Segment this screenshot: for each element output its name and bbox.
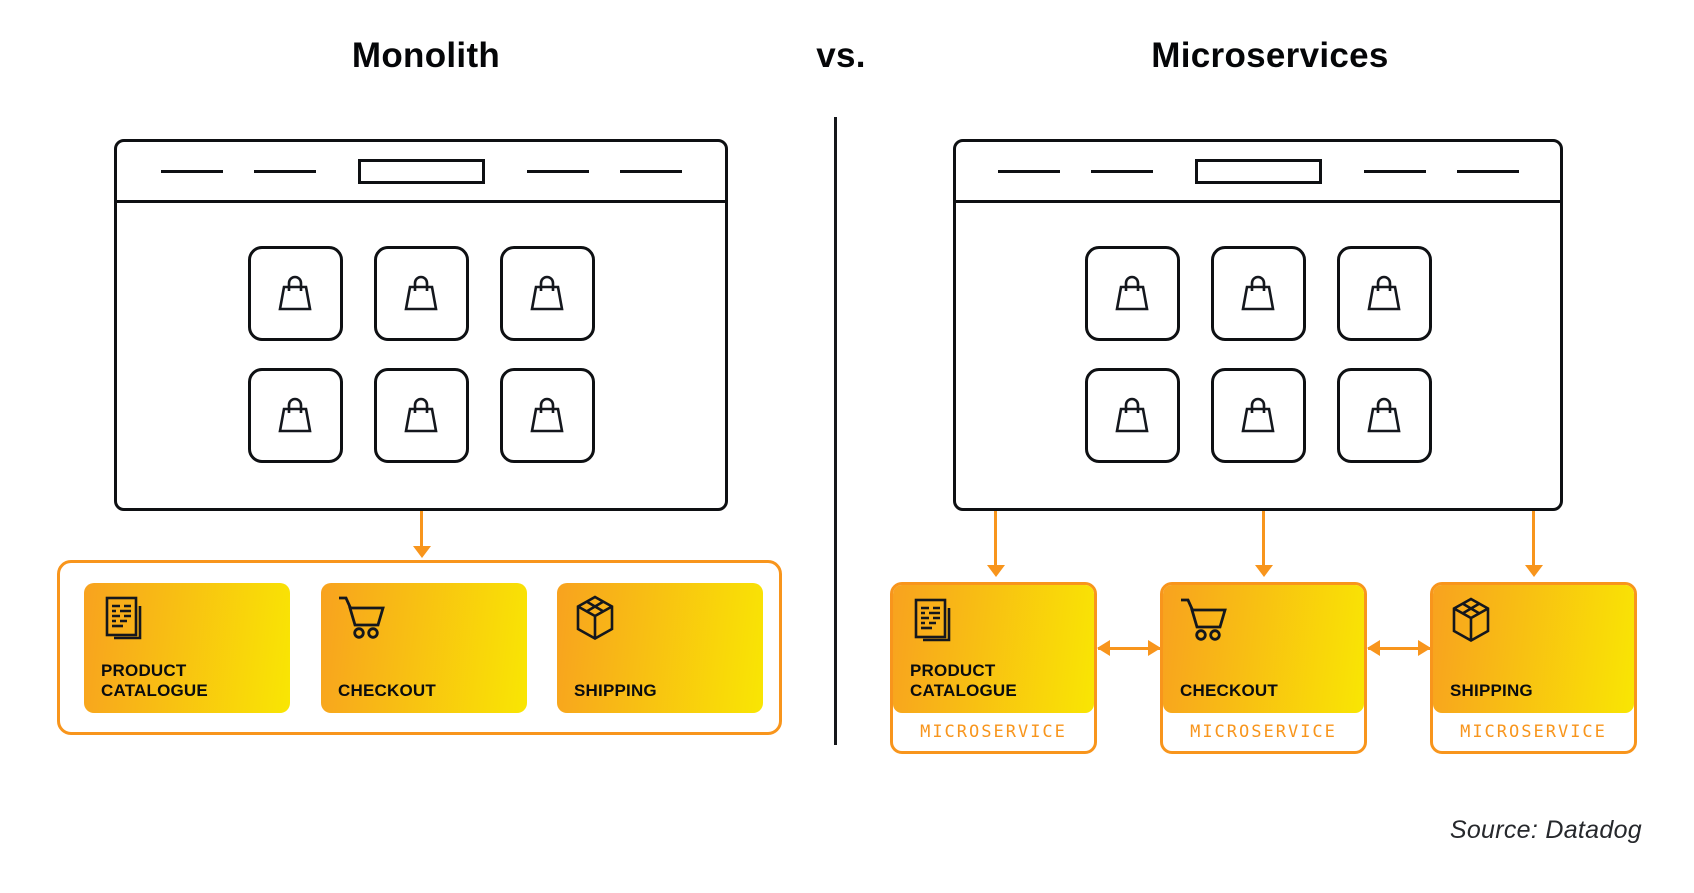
monolith-app-container: PRODUCT CATALOGUE CHECKOUT SHIPPING [57, 560, 782, 735]
shopping-bag-icon [1115, 397, 1149, 432]
menu-dash [1456, 169, 1519, 173]
menu-dash [997, 169, 1060, 173]
menu-dash [526, 169, 589, 173]
menu-dash [1090, 169, 1153, 173]
product-tile-grid [117, 246, 725, 463]
shopping-bag-icon [278, 275, 312, 310]
arrow-down-shipping [1532, 511, 1535, 566]
product-tile [1336, 246, 1432, 341]
arrow-down-checkout [1262, 511, 1265, 566]
menu-dash [1363, 169, 1426, 173]
microservice-badge: MICROSERVICE [1460, 722, 1607, 742]
product-tile [247, 368, 343, 463]
cart-icon [1177, 595, 1231, 641]
microservice-card-body: CHECKOUT [1163, 585, 1364, 713]
product-tile [499, 368, 595, 463]
arrow-between-catalogue-checkout [1097, 640, 1161, 656]
microservice-badge-strip: MICROSERVICE [1433, 713, 1634, 751]
catalogue-icon [907, 595, 957, 645]
shopping-bag-icon [404, 397, 438, 432]
url-bar [1194, 158, 1322, 184]
arrow-down-monolith [420, 511, 423, 547]
shopping-bag-icon [1115, 275, 1149, 310]
shopping-bag-icon [1367, 275, 1401, 310]
microservice-card-shipping: SHIPPING MICROSERVICE [1430, 582, 1637, 754]
microservice-badge-strip: MICROSERVICE [893, 713, 1094, 751]
product-tile [373, 368, 469, 463]
service-label: SHIPPING [574, 681, 657, 701]
microservice-card-body: SHIPPING [1433, 585, 1634, 713]
arrow-between-checkout-shipping [1367, 640, 1431, 656]
product-tile [1210, 368, 1306, 463]
microservice-badge-strip: MICROSERVICE [1163, 713, 1364, 751]
arrow-down-product-catalogue [994, 511, 997, 566]
center-divider-line [834, 117, 837, 745]
shopping-bag-icon [1241, 397, 1275, 432]
product-tile [1084, 368, 1180, 463]
title-microservices: Microservices [1151, 36, 1389, 75]
shopping-bag-icon [530, 275, 564, 310]
shopping-bag-icon [1241, 275, 1275, 310]
product-tile [373, 246, 469, 341]
product-tile [1084, 246, 1180, 341]
service-label: PRODUCT CATALOGUE [101, 660, 208, 701]
product-tile [1210, 246, 1306, 341]
url-bar [357, 158, 485, 184]
browser-header [956, 142, 1560, 203]
microservice-badge: MICROSERVICE [920, 722, 1067, 742]
title-vs-separator: vs. [816, 36, 866, 75]
microservice-badge: MICROSERVICE [1190, 722, 1337, 742]
monolith-service-checkout: CHECKOUT [321, 583, 527, 713]
shopping-bag-icon [278, 397, 312, 432]
menu-dash [253, 169, 316, 173]
microservice-card-body: PRODUCT CATALOGUE [893, 585, 1094, 713]
title-monolith: Monolith [351, 36, 501, 75]
source-attribution: Source: Datadog [1449, 816, 1642, 844]
monolith-service-shipping: SHIPPING [557, 583, 763, 713]
browser-header [117, 142, 725, 203]
package-icon [1447, 595, 1495, 645]
shopping-bag-icon [1367, 397, 1401, 432]
service-label: CHECKOUT [338, 681, 436, 701]
service-label: PRODUCT CATALOGUE [910, 660, 1017, 701]
monolith-service-product-catalogue: PRODUCT CATALOGUE [84, 583, 290, 713]
menu-dash [160, 169, 223, 173]
package-icon [571, 593, 619, 643]
product-tile-grid [956, 246, 1560, 463]
product-tile [1336, 368, 1432, 463]
microservices-browser-window [953, 139, 1563, 511]
catalogue-icon [98, 593, 148, 643]
service-label: SHIPPING [1450, 681, 1533, 701]
shopping-bag-icon [530, 397, 564, 432]
microservice-card-checkout: CHECKOUT MICROSERVICE [1160, 582, 1367, 754]
product-tile [499, 246, 595, 341]
shopping-bag-icon [404, 275, 438, 310]
microservice-card-product-catalogue: PRODUCT CATALOGUE MICROSERVICE [890, 582, 1097, 754]
cart-icon [335, 593, 389, 639]
service-label: CHECKOUT [1180, 681, 1278, 701]
monolith-browser-window [114, 139, 728, 511]
menu-dash [619, 169, 682, 173]
product-tile [247, 246, 343, 341]
